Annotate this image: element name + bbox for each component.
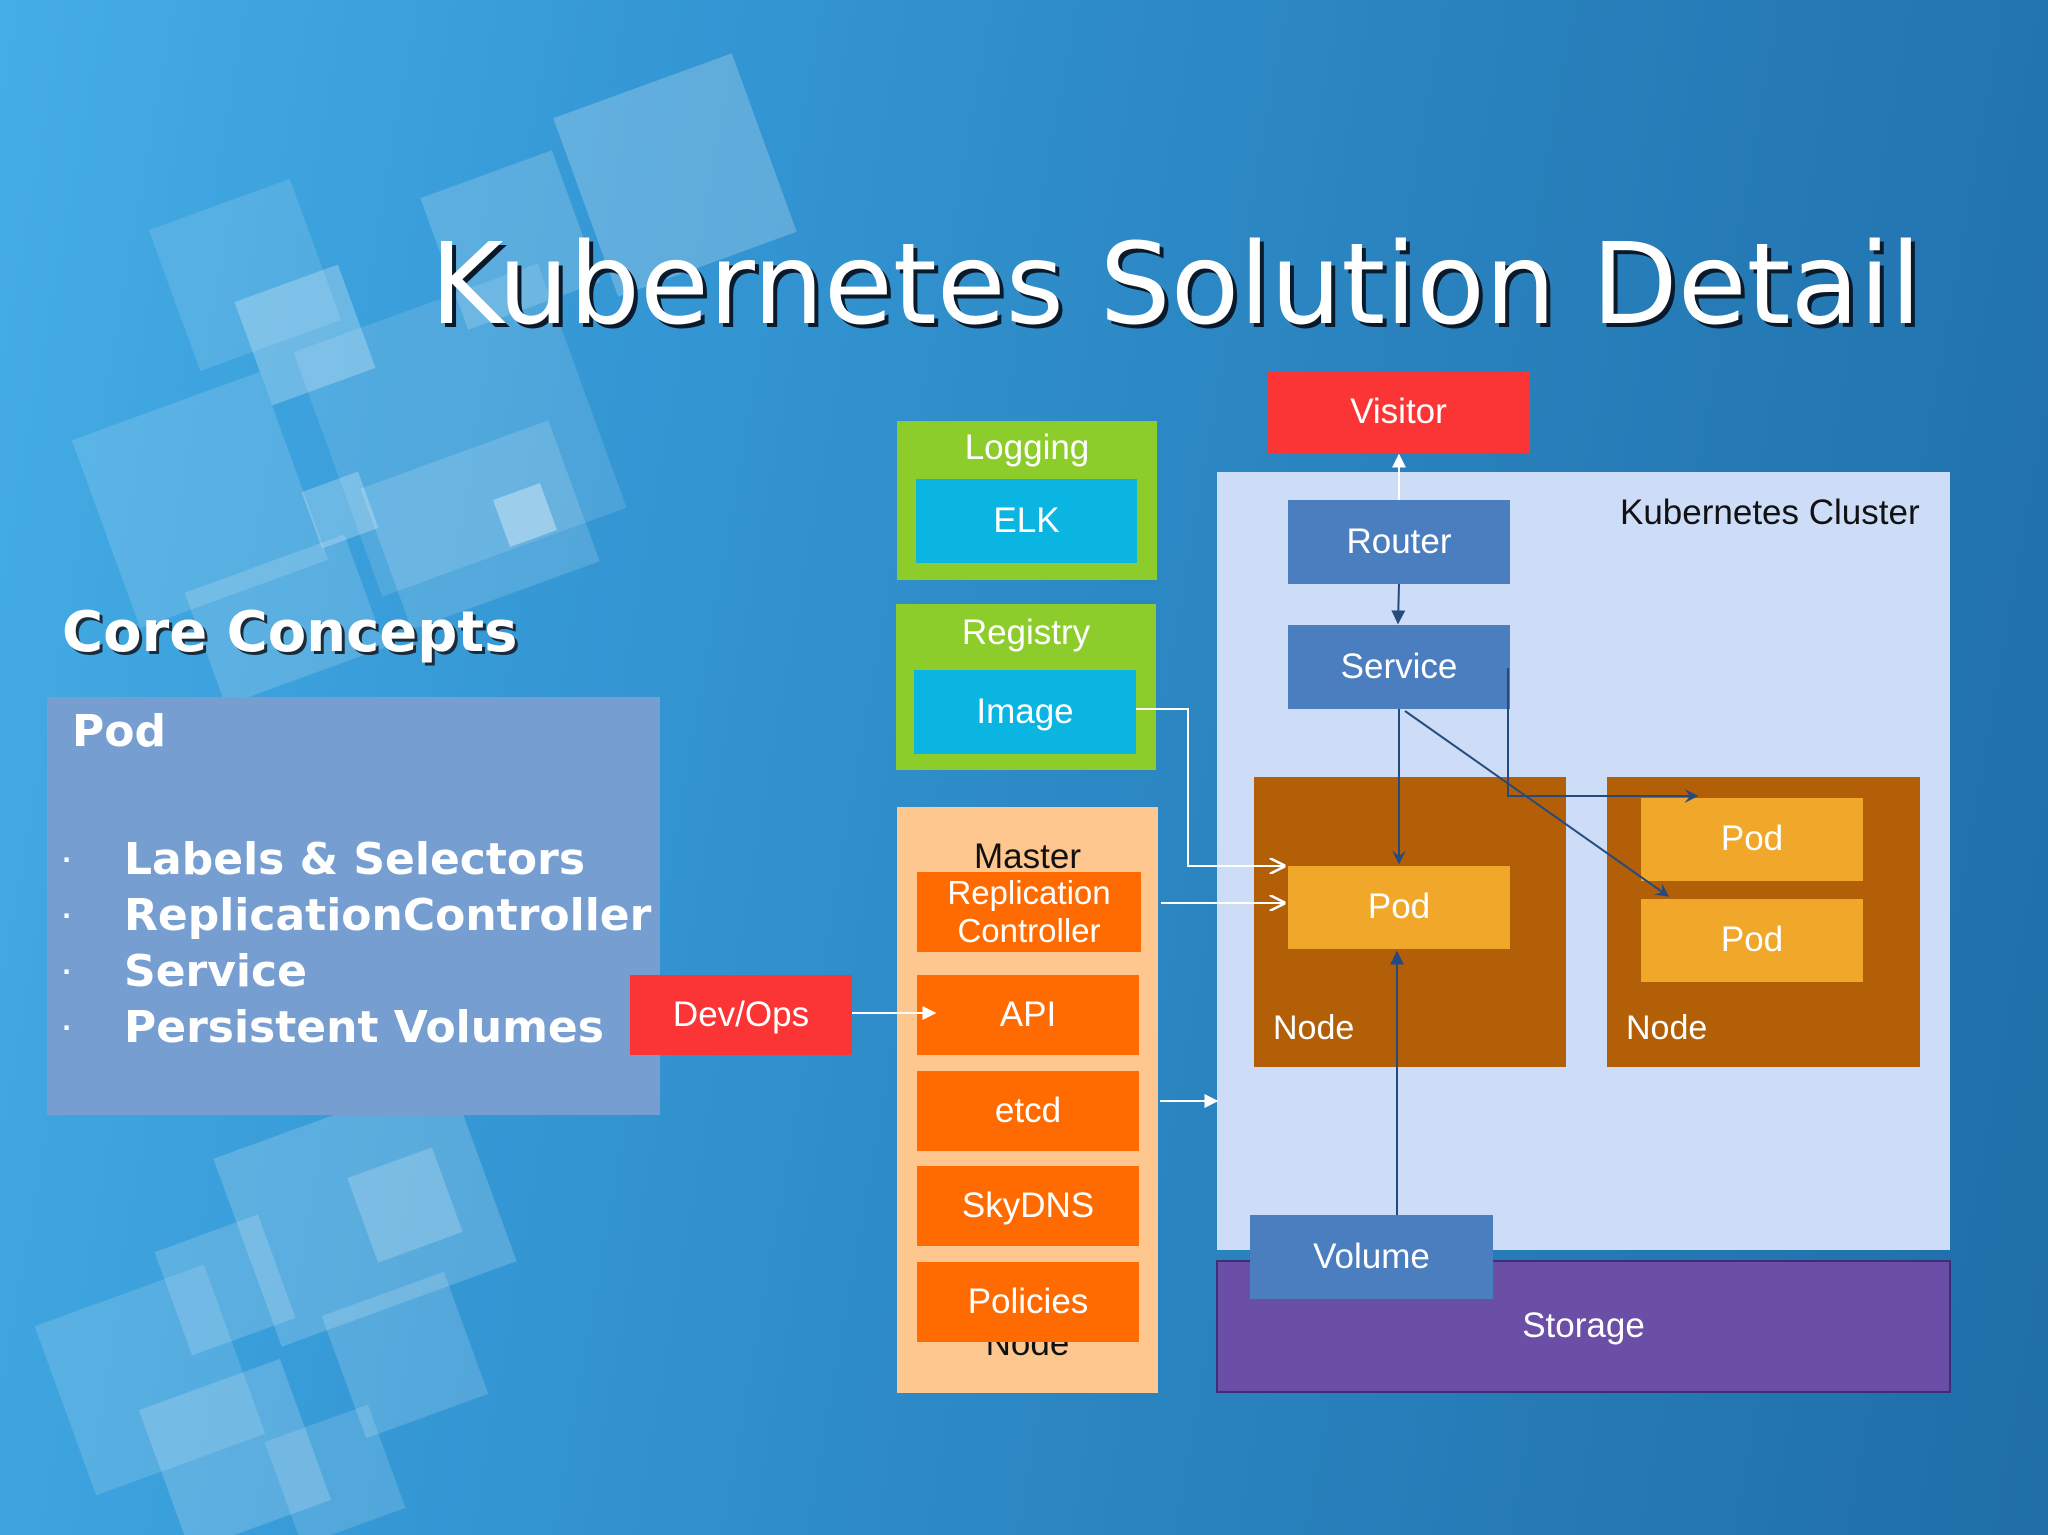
list-item-label: Service	[124, 946, 307, 997]
service-box: Service	[1288, 625, 1510, 709]
list-item: · ReplicationController	[62, 888, 651, 944]
core-concepts-panel-title: Pod	[72, 706, 166, 757]
bullet-icon: ·	[62, 846, 72, 874]
registry-label: Registry	[961, 612, 1091, 652]
core-concepts-heading: Core Concepts	[62, 600, 518, 665]
bullet-icon: ·	[62, 1014, 72, 1042]
node-label: Node	[1626, 1009, 1708, 1047]
elk-box: ELK	[916, 479, 1137, 563]
core-concepts-panel	[47, 697, 660, 1115]
skydns-box: SkyDNS	[917, 1166, 1139, 1246]
pod-box: Pod	[1641, 798, 1863, 881]
slide-title: Kubernetes Solution Detail	[430, 220, 1922, 350]
visitor-box: Visitor	[1267, 372, 1530, 453]
image-box: Image	[914, 670, 1136, 754]
etcd-box: etcd	[917, 1071, 1139, 1151]
logging-label: Logging	[964, 427, 1090, 467]
policies-box: Policies	[917, 1262, 1139, 1342]
pod-box: Pod	[1288, 866, 1510, 949]
devops-box: Dev/Ops	[630, 975, 852, 1055]
list-item: · Persistent Volumes	[62, 1000, 651, 1056]
replication-controller-box: Replication Controller	[917, 872, 1141, 952]
list-item-label: Persistent Volumes	[124, 1002, 604, 1053]
list-item: · Labels & Selectors	[62, 832, 651, 888]
list-item: · Service	[62, 944, 651, 1000]
list-item-label: Labels & Selectors	[124, 834, 586, 885]
cluster-label: Kubernetes Cluster	[1620, 493, 1920, 532]
pod-box: Pod	[1641, 899, 1863, 982]
list-item-label: ReplicationController	[124, 890, 652, 941]
core-concepts-list: · Labels & Selectors · ReplicationControll…	[62, 832, 651, 1056]
router-box: Router	[1288, 500, 1510, 584]
bullet-icon: ·	[62, 958, 72, 986]
node-label: Node	[1273, 1009, 1355, 1047]
bullet-icon: ·	[62, 902, 72, 930]
volume-box: Volume	[1250, 1215, 1493, 1299]
api-box: API	[917, 975, 1139, 1055]
master-label: Master	[974, 836, 1081, 876]
